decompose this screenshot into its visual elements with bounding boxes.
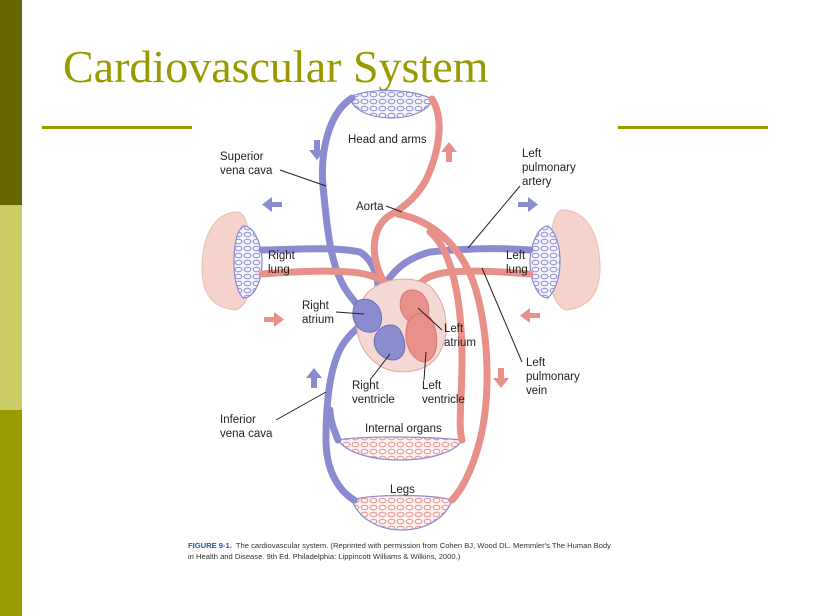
label-internal-organs: Internal organs	[365, 423, 442, 435]
label-left-pulmonary-vein-2: pulmonary	[526, 371, 580, 383]
arrow-up-blue	[306, 368, 322, 388]
leader-left-ventricle	[423, 351, 427, 381]
label-right-ventricle-1: Right	[352, 380, 380, 392]
label-right-atrium-2: atrium	[302, 314, 334, 326]
label-left-ventricle-2: ventricle	[422, 394, 465, 406]
sidebar-segment-1	[0, 0, 22, 205]
label-right-lung-1: Right	[268, 250, 296, 262]
leader-right-atrium	[335, 311, 365, 315]
arrow-right-blue	[518, 197, 538, 212]
label-inferior-vena-cava-1: Inferior	[220, 414, 256, 426]
left-lung-capillaries	[529, 225, 561, 299]
label-right-atrium-1: Right	[302, 300, 330, 312]
label-aorta: Aorta	[356, 201, 384, 213]
descending-aorta-left	[426, 228, 466, 444]
arrow-left-blue	[262, 197, 282, 212]
label-superior-vena-cava-1: Superior	[220, 151, 264, 163]
label-left-ventricle-1: Left	[422, 380, 442, 392]
label-left-pulmonary-artery-3: artery	[522, 176, 552, 188]
internal-organs-capillaries	[336, 436, 463, 461]
arrow-up-red	[441, 142, 457, 162]
arrow-down-red	[493, 368, 509, 388]
title-rule-left	[42, 126, 192, 129]
label-left-pulmonary-vein-1: Left	[526, 357, 546, 369]
label-legs: Legs	[390, 484, 415, 496]
sidebar-segment-2	[0, 205, 22, 410]
label-right-ventricle-2: ventricle	[352, 394, 395, 406]
leader-superior-vena-cava	[279, 169, 327, 187]
leader-right-ventricle	[369, 353, 391, 381]
figure-label: FIGURE 9-1.	[188, 541, 232, 550]
sidebar-segment-3	[0, 410, 22, 616]
arrow-left-red	[520, 308, 540, 323]
descending-aorta-right	[394, 210, 491, 504]
label-left-pulmonary-vein-3: vein	[526, 385, 547, 397]
label-left-atrium-2: atrium	[444, 337, 476, 349]
inferior-vena-cava	[322, 316, 372, 504]
pulmonary-artery-left	[374, 245, 534, 304]
figure-caption: FIGURE 9-1.The cardiovascular system. (R…	[188, 540, 618, 562]
leader-aorta	[385, 205, 403, 213]
aorta-to-head	[392, 95, 443, 216]
leader-left-pulmonary-vein	[481, 267, 523, 363]
right-lung-capillaries	[233, 225, 263, 299]
label-head-arms: Head and arms	[348, 134, 427, 146]
legs-capillaries	[351, 494, 453, 531]
title-rule-right	[618, 126, 768, 129]
leader-left-pulmonary-artery	[467, 185, 521, 249]
label-left-pulmonary-artery-2: pulmonary	[522, 162, 576, 174]
arrow-right-red	[264, 312, 284, 327]
internal-organs-return	[326, 406, 342, 444]
head-arms-capillaries	[349, 89, 433, 119]
label-inferior-vena-cava-2: vena cava	[220, 428, 273, 440]
right-atrium	[352, 298, 382, 333]
label-superior-vena-cava-2: vena cava	[220, 165, 273, 177]
label-left-lung-1: Left	[506, 250, 526, 262]
leader-left-atrium	[417, 307, 443, 331]
label-left-pulmonary-artery-1: Left	[522, 148, 542, 160]
label-left-atrium-1: Left	[444, 323, 464, 335]
heart	[352, 278, 447, 373]
figure-caption-text: The cardiovascular system. (Reprinted wi…	[188, 541, 611, 561]
arrow-down-blue	[309, 140, 325, 160]
leader-inferior-vena-cava	[275, 391, 327, 421]
label-left-lung-2: lung	[506, 264, 528, 276]
right-ventricle	[373, 324, 406, 361]
superior-vena-cava	[318, 94, 368, 316]
left-ventricle	[405, 313, 438, 363]
slide-title: Cardiovascular System	[63, 41, 489, 92]
label-right-lung-2: lung	[268, 264, 290, 276]
